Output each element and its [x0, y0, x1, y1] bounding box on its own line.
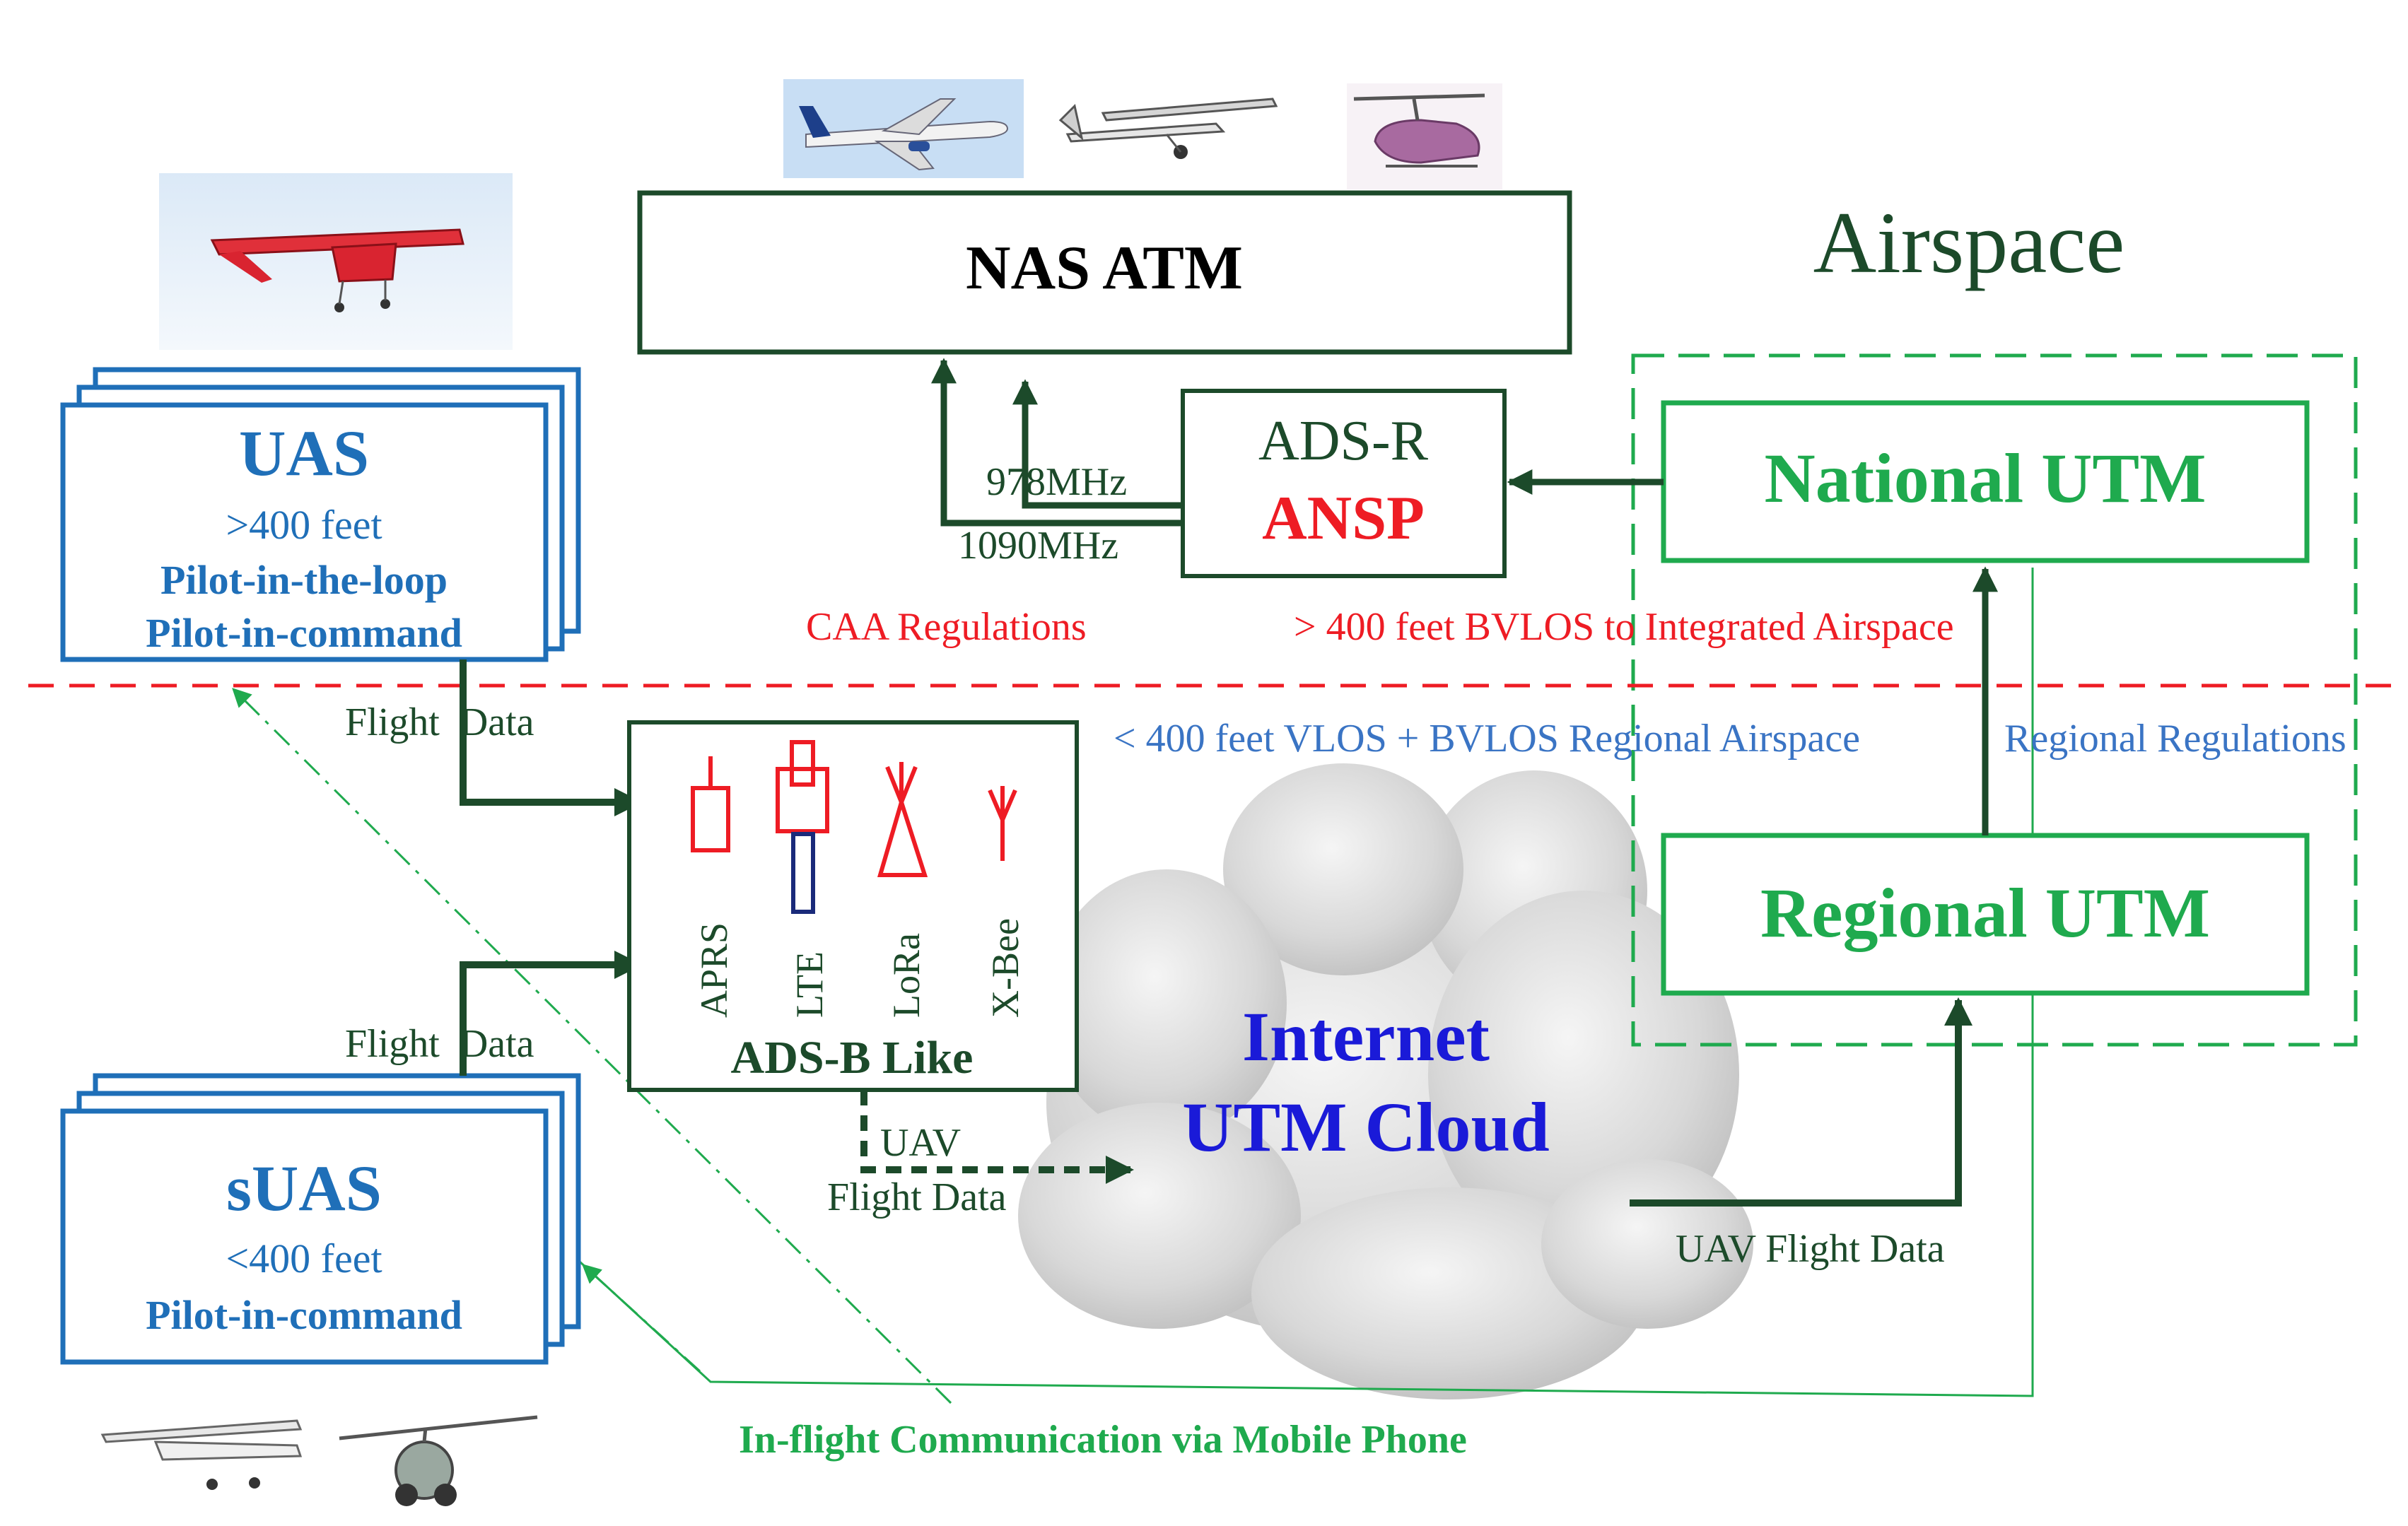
lte-radio-icon [776, 740, 829, 914]
uas-title: UAS [239, 417, 369, 489]
xbee-radio-icon [988, 786, 1017, 861]
flight-data-bottom-label: Flight Data [345, 1022, 534, 1066]
propeller-plane-picture [1058, 98, 1278, 159]
regional-regulations-label: Regional Regulations [2004, 717, 2346, 761]
national-utm-label: National UTM [1765, 439, 2207, 517]
helicopter-picture [1347, 83, 1502, 189]
integrated-airspace-label: > 400 feet BVLOS to Integrated Airspace [1294, 605, 1954, 649]
freq-1090-label: 1090MHz [958, 524, 1118, 568]
national-utm-box [1661, 400, 2310, 563]
arrow-suas-flight-data [460, 951, 643, 1076]
uav-flight-data-right-label: UAV Flight Data [1676, 1227, 1945, 1271]
uas-stack: UAS >400 feet Pilot-in-the-loop Pilot-in… [60, 367, 581, 662]
internet-utm-cloud [1018, 763, 1753, 1399]
flight-data-top-label: Flight Data [345, 700, 534, 744]
arrow-adsb-to-cloud [860, 1090, 1134, 1184]
radio-label-aprs: APRS [693, 922, 735, 1018]
small-drones-picture [100, 1415, 538, 1506]
caa-regulations-label: CAA Regulations [806, 605, 1087, 649]
airliner-picture [783, 79, 1024, 178]
ansp-label: ANSP [1262, 484, 1425, 553]
regional-airspace-label: < 400 feet VLOS + BVLOS Regional Airspac… [1114, 717, 1860, 761]
adsb-like-box [627, 720, 1079, 1092]
suas-stack: sUAS <400 feet Pilot-in-command [60, 1073, 581, 1365]
suas-title: sUAS [226, 1152, 382, 1224]
freq-978-label: 978MHz [986, 460, 1127, 504]
link-978mhz [1012, 379, 1183, 509]
airspace-label: Airspace [1813, 194, 2125, 291]
ansp-box [1181, 389, 1507, 578]
uas-pilot-in-command: Pilot-in-command [146, 610, 462, 656]
suas-pilot-in-command: Pilot-in-command [146, 1292, 462, 1338]
arrow-cloud-to-regional [1630, 997, 1972, 1207]
lora-radio-icon [877, 762, 928, 877]
ads-r-label: ADS-R [1258, 410, 1429, 472]
utm-cloud-label: UTM Cloud [1182, 1088, 1550, 1166]
nas-atm-label: NAS ATM [966, 234, 1243, 303]
fixed-wing-drone-picture [159, 173, 513, 350]
internet-label: Internet [1242, 997, 1490, 1076]
adsb-like-label: ADS-B Like [731, 1032, 974, 1084]
uas-pilot-in-loop: Pilot-in-the-loop [160, 557, 448, 603]
link-1090mhz [931, 358, 1183, 527]
nas-atm-box [637, 190, 1572, 355]
uas-altitude: >400 feet [226, 502, 382, 548]
arrow-uas-flight-data [460, 659, 643, 816]
aprs-radio-icon [691, 756, 730, 852]
mobile-comm-label: In-flight Communication via Mobile Phone [739, 1418, 1467, 1462]
regional-utm-box [1661, 833, 2310, 996]
radio-label-lte: LTE [788, 951, 831, 1018]
suas-altitude: <400 feet [226, 1236, 382, 1281]
radio-label-lora: LoRa [885, 933, 928, 1018]
airspace-boundary [1631, 353, 2358, 1047]
uav-label-left: UAV [880, 1121, 961, 1165]
mobile-comm-arrow-suas [582, 1264, 701, 1373]
regional-utm-label: Regional UTM [1760, 874, 2210, 952]
flight-data-label-left: Flight Data [827, 1175, 1007, 1219]
radio-label-xbee: X-Bee [984, 918, 1027, 1018]
